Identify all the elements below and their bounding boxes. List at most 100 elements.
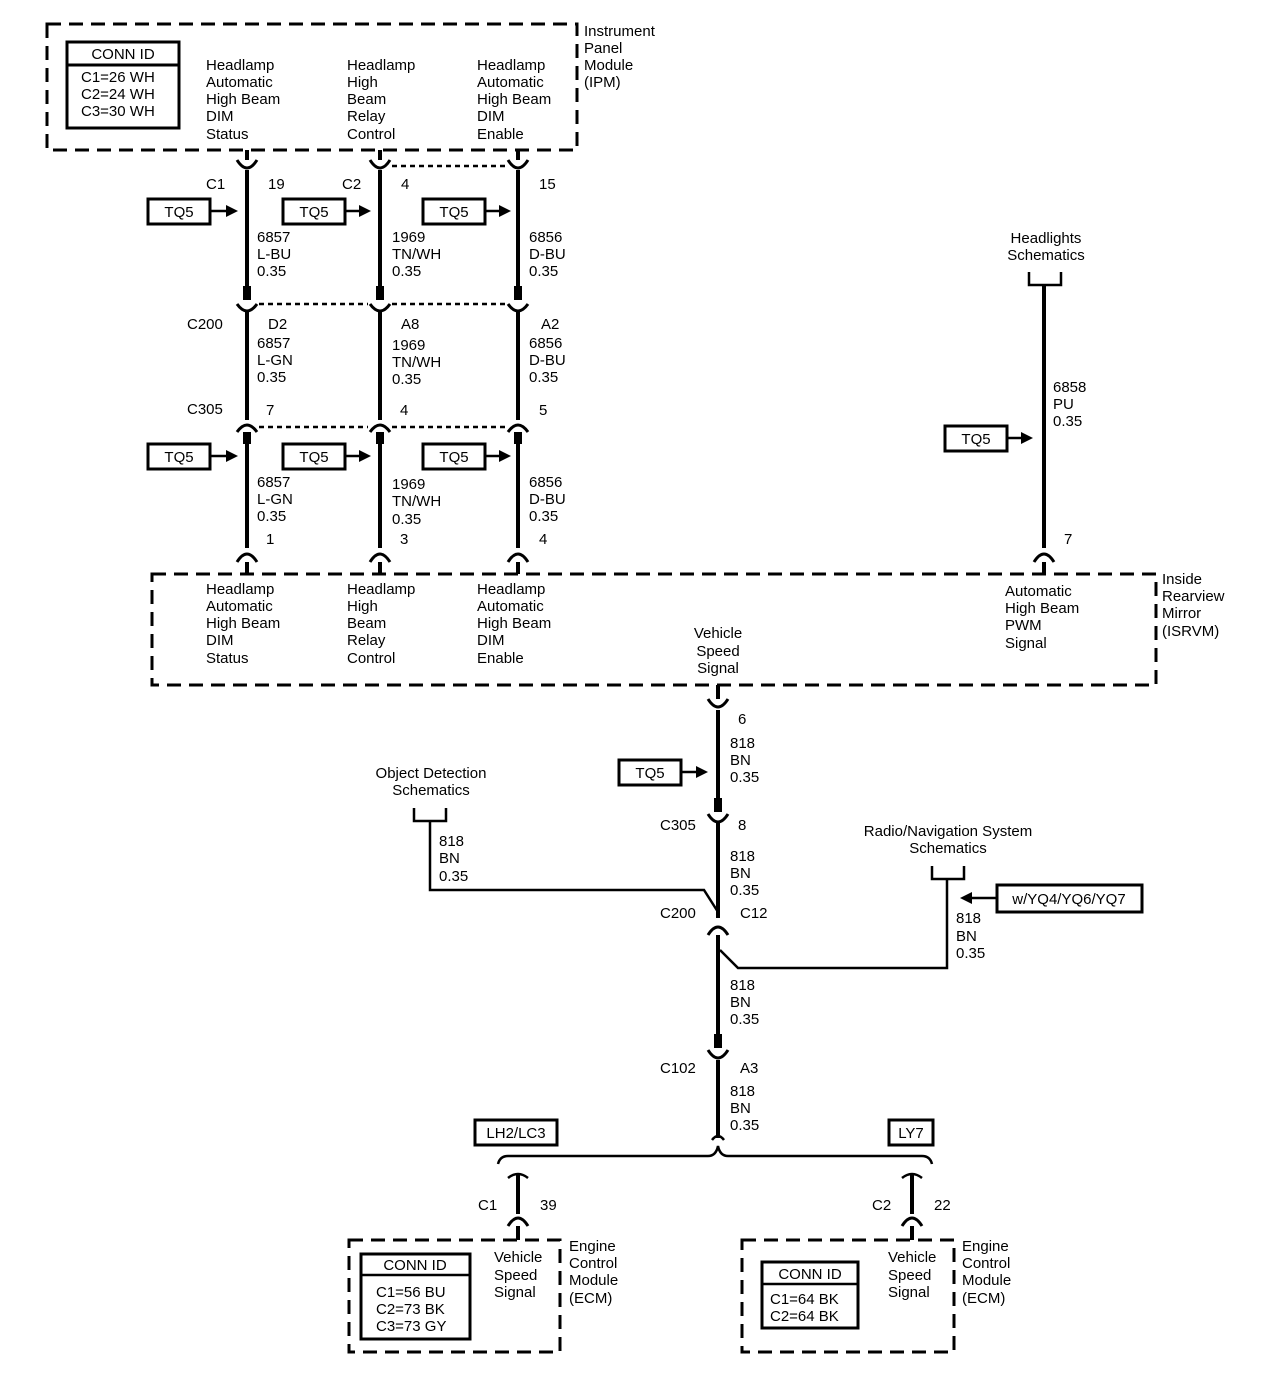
schematic-ref-bracket-icon: [1027, 272, 1063, 287]
headlights-schematics-ref: Headlights Schematics 6858 PU 0.35 TQ5: [943, 230, 1086, 548]
lower-wires: [243, 432, 522, 548]
conn-id-row: C3=30 WH: [81, 103, 155, 120]
pin-label-line: Automatic: [477, 74, 544, 91]
pin-number: 6: [738, 711, 746, 728]
wire-gauge: 0.35: [1053, 413, 1082, 430]
wire-label-lower-2: 1969 TN/WH 0.35: [392, 476, 441, 528]
vss-trunk: 6 818 BN 0.35 TQ5 C305 8 818 BN 0.35 C20…: [617, 685, 768, 1138]
connector-label: C1: [206, 176, 225, 193]
ecm-name-line: Engine: [962, 1238, 1009, 1255]
pin-number: 15: [539, 176, 556, 193]
pin-number: A8: [401, 316, 419, 333]
wire-color: BN: [730, 1100, 751, 1117]
arrow-right-icon: [359, 205, 371, 217]
connector-male-icon: [368, 423, 392, 433]
conn-id-title: CONN ID: [778, 1266, 842, 1283]
pin-number: 4: [400, 402, 408, 419]
isrvm-connectors: 1 3 4 7: [235, 531, 1072, 574]
wire-gauge: 0.35: [529, 263, 558, 280]
wire-color: BN: [730, 865, 751, 882]
pin-label-line: Vehicle: [494, 1249, 542, 1266]
variant-label: LY7: [898, 1125, 924, 1142]
arrow-right-icon: [499, 450, 511, 462]
connector-female-icon: [506, 159, 530, 170]
connector-female-icon: [706, 813, 730, 824]
pin-number: C12: [740, 905, 768, 922]
pin-label-line: Speed: [494, 1267, 537, 1284]
pin-label-line: Headlamp: [477, 581, 545, 598]
wire-label-upper-1: 6857 L-BU 0.35: [257, 229, 291, 280]
option-tq5-tag: TQ5: [943, 424, 1033, 453]
pin-number: 3: [400, 531, 408, 548]
connector-label: C1: [478, 1197, 497, 1214]
circuit-number: 818: [956, 910, 981, 927]
connector-female-icon: [506, 303, 530, 313]
ecm-left-module: CONN ID C1=56 BU C2=73 BK C3=73 GY Vehic…: [347, 1238, 618, 1354]
wire-gauge: 0.35: [257, 263, 286, 280]
isrvm-pin-label-vss: Vehicle Speed Signal: [694, 625, 742, 677]
pin-number: 4: [539, 531, 547, 548]
schematic-ref-bracket-icon: [412, 808, 448, 823]
arrow-right-icon: [226, 450, 238, 462]
radio-navigation-ref: Radio/Navigation System Schematics 818 B…: [719, 823, 1144, 970]
pin-label-line: DIM: [206, 108, 234, 125]
wire-color: BN: [730, 994, 751, 1011]
pin-label-line: High Beam: [206, 615, 280, 632]
wire-color: TN/WH: [392, 493, 441, 510]
wire-label-lower-1: 6857 L-GN 0.35: [257, 474, 293, 525]
wire-label-mid-3: 6856 D-BU 0.35: [529, 335, 566, 386]
pin-label-line: Relay: [347, 632, 386, 649]
pin-number: 39: [540, 1197, 557, 1214]
pin-number: 8: [738, 817, 746, 834]
wire-color: D-BU: [529, 246, 566, 263]
connector-male-icon: [506, 423, 530, 433]
option-label: TQ5: [439, 204, 468, 221]
ref-name-line: Object Detection: [376, 765, 487, 782]
c200-upper-connector: C200 D2 A8 A2: [187, 302, 559, 333]
pin-label-line: Automatic: [1005, 583, 1072, 600]
wire-gauge: 0.35: [257, 508, 286, 525]
pin-label-line: Headlamp: [347, 57, 415, 74]
wire-gauge: 0.35: [439, 868, 468, 885]
variant-split: LH2/LC3 LY7: [473, 1118, 935, 1165]
option-label: TQ5: [164, 204, 193, 221]
option-tq5-tag: TQ5: [281, 442, 371, 471]
wire-gauge: 0.35: [392, 511, 421, 528]
pin-label-line: PWM: [1005, 617, 1042, 634]
conn-id-title: CONN ID: [383, 1257, 447, 1274]
pin-number: 4: [401, 176, 409, 193]
conn-id-row: C1=64 BK: [770, 1291, 839, 1308]
pin-number: 1: [266, 531, 274, 548]
pin-label-line: High Beam: [206, 91, 280, 108]
conn-id-title: CONN ID: [91, 46, 155, 63]
pin-label-line: Signal: [494, 1284, 536, 1301]
wire-label-upper-2: 1969 TN/WH 0.35: [392, 229, 441, 280]
ecm-name-line: Engine: [569, 1238, 616, 1255]
pin-label-line: Automatic: [206, 74, 273, 91]
ipm-pin-label-status: Headlamp Automatic High Beam DIM Status: [206, 57, 280, 143]
pin-label-line: Headlamp: [206, 581, 274, 598]
ecm-left-name: Engine Control Module (ECM): [569, 1238, 618, 1307]
connector-male-icon: [235, 552, 259, 563]
circuit-number: 1969: [392, 476, 425, 493]
ecm-right-module: CONN ID C1=64 BK C2=64 BK Vehicle Speed …: [740, 1238, 1011, 1354]
ecm-right-pin-label: Vehicle Speed Signal: [888, 1249, 936, 1301]
wire-color: L-GN: [257, 491, 293, 508]
ecm-name-line: Module: [569, 1272, 618, 1289]
wire-gauge: 0.35: [956, 945, 985, 962]
pin-label-line: Vehicle: [888, 1249, 936, 1266]
pin-label-line: High: [347, 74, 378, 91]
pin-label-line: Automatic: [206, 598, 273, 615]
wire-label-mid-1: 6857 L-GN 0.35: [257, 335, 293, 386]
conn-id-row: C1=26 WH: [81, 69, 155, 86]
pin-label-line: Enable: [477, 126, 524, 143]
conn-id-row: C2=64 BK: [770, 1308, 839, 1325]
wire-gauge: 0.35: [529, 508, 558, 525]
pin-label-line: High: [347, 598, 378, 615]
pin-number: 7: [266, 402, 274, 419]
connector-male-icon: [506, 552, 530, 563]
pin-label-line: Signal: [888, 1284, 930, 1301]
pin-label-line: Status: [206, 650, 249, 667]
ipm-name-line: Instrument: [584, 23, 656, 40]
isrvm-module: Inside Rearview Mirror (ISRVM) Headlamp …: [150, 571, 1225, 687]
